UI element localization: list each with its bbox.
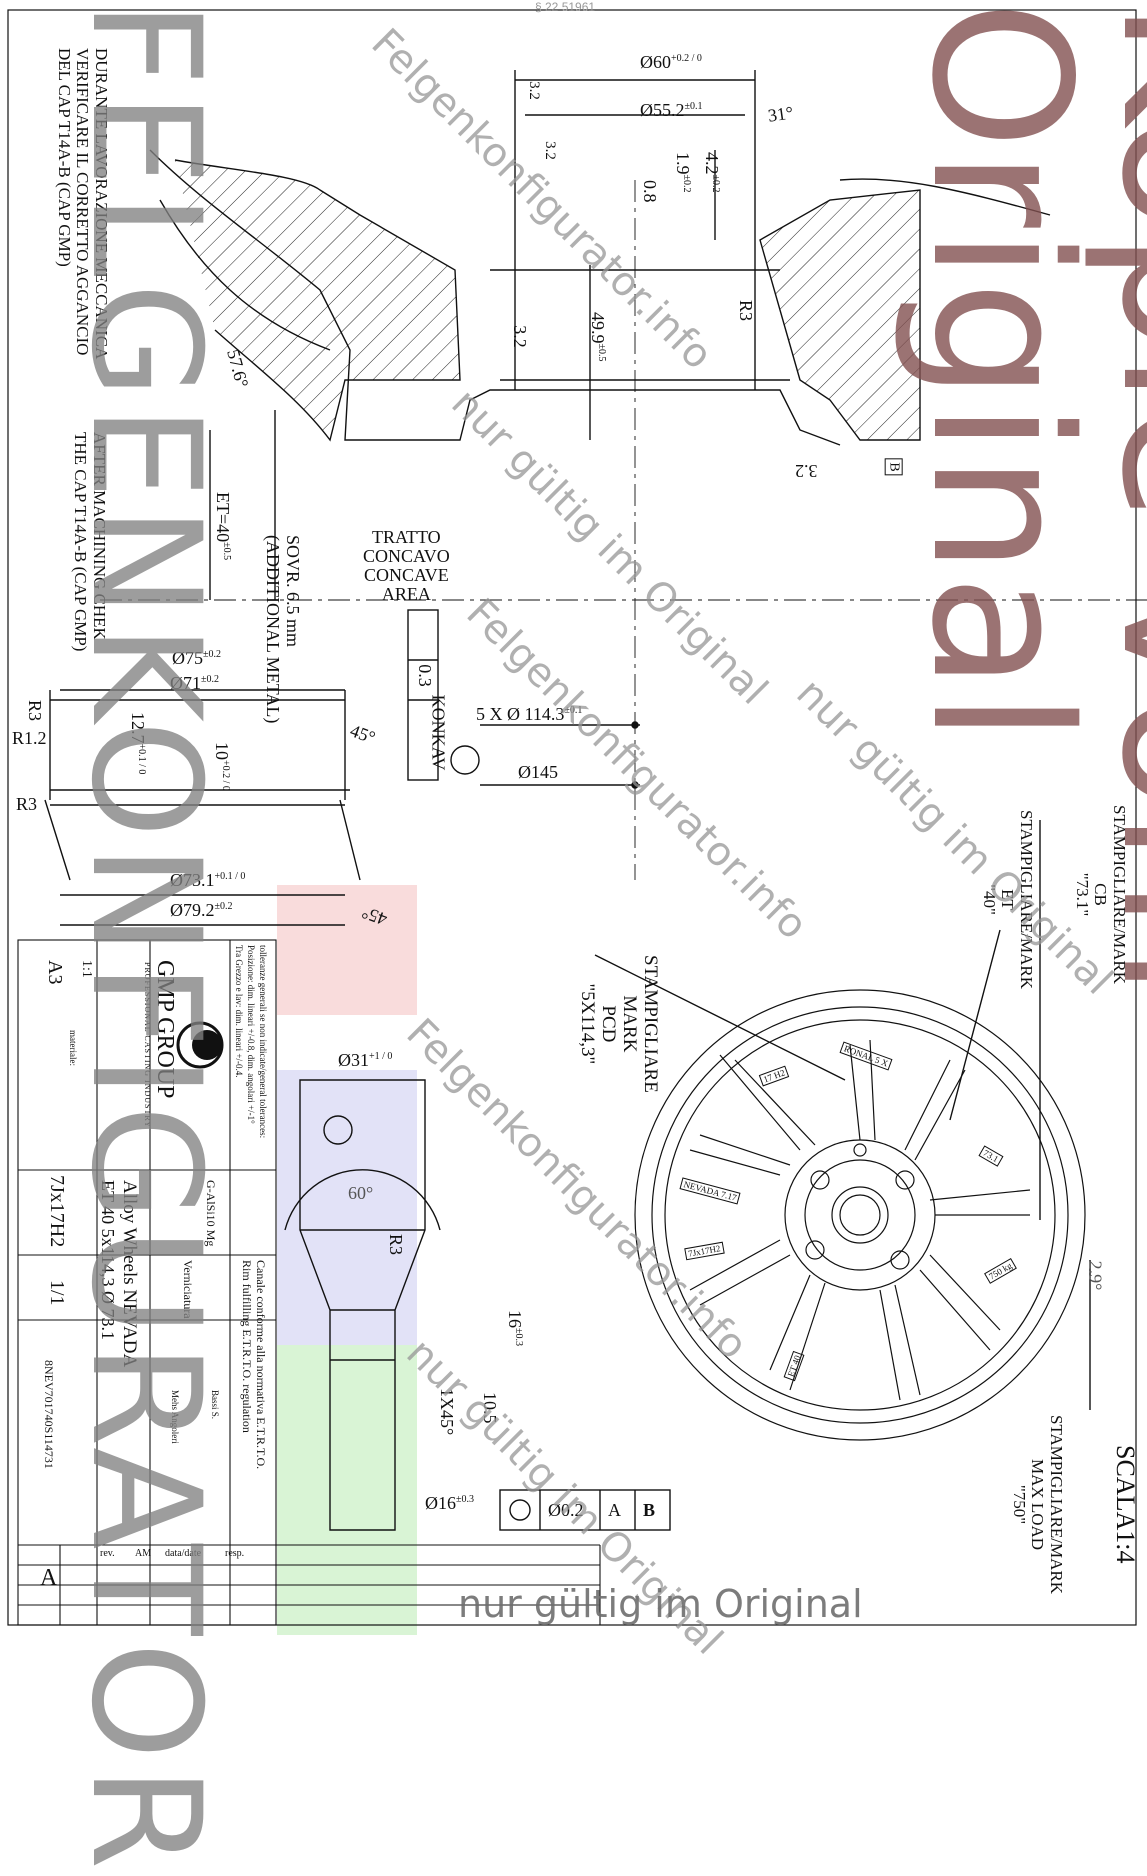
tolerances-line-1: Posizione: dim. lineari +/-0.8, dim. ang… [246,945,256,1124]
dim-sovr: SOVR. 6.5 mm (ADDITIONAL METAL) [262,535,303,724]
fcf-value: Ø0.2 [548,1500,584,1520]
dim-r3-lug: R3 [386,1233,407,1256]
flatness-label: KONKAV [428,694,449,771]
green-highlight [277,1345,417,1635]
spoke-curve-left [159,199,331,351]
tratto-line-3: CONCAVE [364,564,449,585]
tratto-line-4: AREA [381,583,431,604]
title-block-lines [17,939,601,1626]
watermark-red-vertical: Kopie vom Original [890,0,1147,996]
dim-d145: Ø145 [518,762,558,782]
spoke-curve-right [839,178,1051,216]
flatness-value: 0.3 [414,664,435,687]
dim-roughness-4: 3.2 [795,461,818,481]
dim-angle-60: 60° [348,1183,374,1203]
spec-line-1: Canale conforme alla normativa E.T.R.T.O… [254,1260,268,1470]
dim-roughness-2: 3.2 [541,141,558,160]
code-value: 8NEV701740S114731 [42,1360,56,1469]
dim-pcd: 5 X Ø 114.3±0.1 [476,704,583,724]
hub-section-right [759,189,921,441]
dim-roughness-3: 3.2 [509,325,530,348]
hub-bore [490,235,790,390]
dim-radius-r3: R3 [736,299,757,322]
dim-d71: Ø71±0.2 [170,673,219,693]
stamp-pcd-title-1: STAMPIGLIARE [640,955,661,1093]
watermark-footer: nur gültig im Original [458,1582,863,1626]
dim-d79-2: Ø79.2±0.2 [170,900,233,920]
stamp-pcd-label: PCD [598,1005,620,1043]
drawing-sheet: § 22 51961 DURANTE LAVORAZIONE MECCANICA… [7,0,1147,1876]
sovr-label: SOVR. 6.5 mm [283,535,303,648]
stamp-pcd: STAMPIGLIARE MARK PCD "5X114,3" [576,955,661,1093]
rev-header-2: AM [135,1548,152,1559]
stamp-pcd-title-2: MARK [619,995,641,1053]
dim-d16: Ø16±0.3 [425,1493,474,1513]
hub-outline-left [149,149,841,446]
dim-0-8: 0.8 [640,180,660,203]
sheet-border [7,9,1137,1626]
pink-highlight [277,885,417,1015]
watermark-grey-vertical: FELGENKONFIGURATOR [58,0,232,1876]
dim-4-2: 4.2±0.2 [702,152,722,193]
dim-16: 16±0.3 [505,1310,525,1346]
hub-section-left [174,159,461,442]
feature-control-frame [499,1489,671,1531]
rev-header-1: rev. [100,1548,115,1559]
dim-d31: Ø31+1 / 0 [338,1050,393,1070]
dim-roughness-1: 3.2 [525,81,542,100]
wheel-face [634,989,1086,1441]
dim-1-9: 1.9±0.2 [673,152,693,193]
sovr-en-label: (ADDITIONAL METAL) [263,535,284,724]
revision-value: A [40,1565,58,1591]
dim-d55: Ø55.2±0.1 [640,100,703,120]
tolerances-line-2: Tra Grezzo e lav: dim. lineari +/-0.4. [234,945,244,1078]
dim-r3-bore-bottom: R3 [16,794,38,814]
spec-line-2: Rim fulfilling E.T.R.T.O. regulation [240,1260,254,1433]
tratto-line-2: CONCAVO [363,545,450,566]
dim-r1-2: R1.2 [12,728,47,748]
fcf-datum-a: A [608,1500,621,1520]
dim-d75: Ø75±0.2 [172,648,221,668]
rev-header-4: resp. [225,1548,245,1559]
dim-49-9: 49.9±0.5 [588,312,608,362]
stamp-pcd-value: "5X114,3" [577,983,599,1065]
dim-d60: Ø60+0.2 / 0 [640,52,702,72]
bore-detail [44,689,361,881]
concave-area-label: TRATTO CONCAVO CONCAVE AREA [363,528,450,604]
fcf-datum-b: B [643,1500,656,1520]
document-reference: § 22 51961 [535,0,596,14]
dim-r3-bore-top: R3 [25,699,46,722]
technical-drawing [7,9,1147,1626]
dim-d73-1: Ø73.1+0.1 / 0 [170,870,246,890]
tratto-line-1: TRATTO [372,527,441,547]
dim-angle-31: 31° [766,102,795,126]
lug-hole-detail [299,1079,426,1531]
rev-header-3: data/date [165,1548,202,1559]
tolerances-title: tolleranze generali se non indicate/gene… [258,945,268,1139]
